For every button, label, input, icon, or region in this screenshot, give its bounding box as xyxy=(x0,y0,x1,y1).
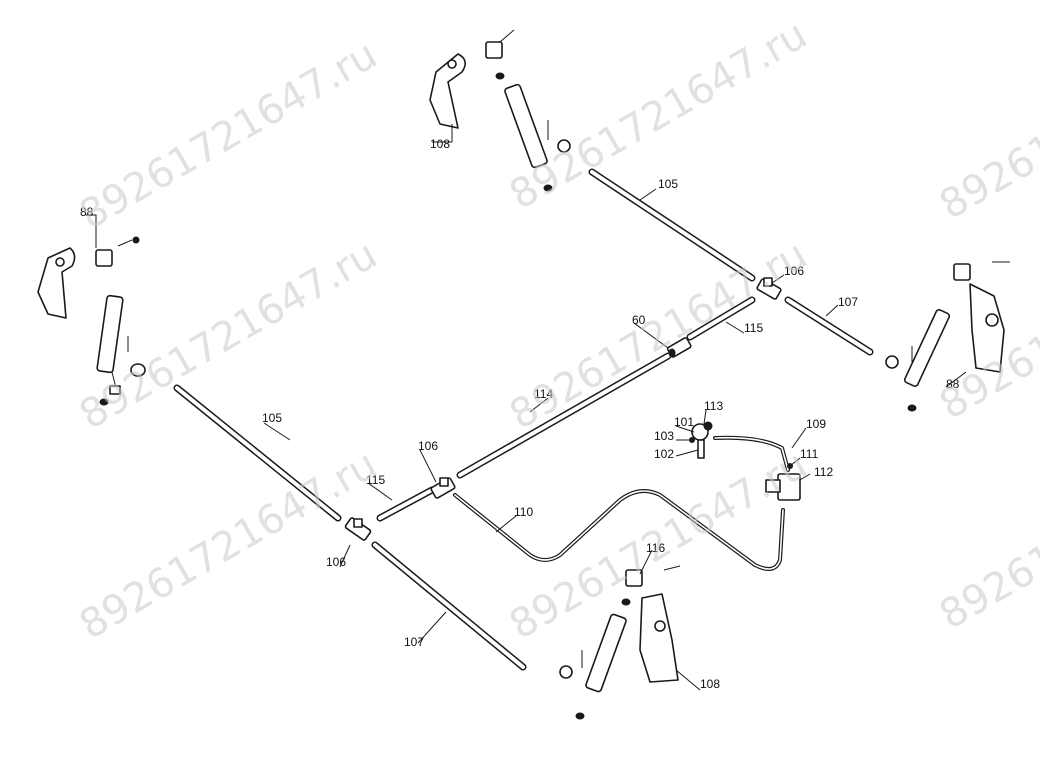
pipe-107-lower xyxy=(371,541,527,671)
label-60: 60 xyxy=(632,313,646,327)
callout-labels: 88 88 108 108 105 105 106 106 106 107 10… xyxy=(80,137,960,691)
watermark-text: 89261721647.ru xyxy=(72,232,385,439)
label-88-right: 88 xyxy=(946,377,960,391)
leader-lines xyxy=(86,124,967,691)
bracket-88-right xyxy=(953,261,1010,373)
bracket-108-lower xyxy=(639,593,679,683)
label-107-lower: 107 xyxy=(404,635,424,649)
label-111: 111 xyxy=(800,447,819,461)
hose-109 xyxy=(713,435,790,472)
cylinder-right xyxy=(885,308,951,412)
pipe-107-right xyxy=(784,296,874,356)
label-109: 109 xyxy=(806,417,826,431)
label-88-left: 88 xyxy=(80,205,94,219)
label-105-upper: 105 xyxy=(658,177,678,191)
cylinder-left xyxy=(95,236,146,406)
watermark-text: 89261721647.ru xyxy=(932,22,1040,229)
bracket-88-left xyxy=(37,247,76,319)
label-107-right: 107 xyxy=(838,295,858,309)
label-113: 113 xyxy=(704,399,723,413)
coupler-block xyxy=(765,463,801,501)
valve-block xyxy=(689,421,713,459)
watermark: 89261721647.ru 89261721647.ru 8926172164… xyxy=(72,12,1040,649)
label-110: 110 xyxy=(514,505,533,519)
bracket-108-upper xyxy=(429,53,466,129)
pipe-105-upper xyxy=(588,168,756,282)
cylinder-lower xyxy=(559,565,681,720)
pipe-115-lower xyxy=(376,486,436,522)
tee-fitting-lower xyxy=(344,517,372,541)
label-105-lower: 105 xyxy=(262,411,282,425)
label-115-upper: 115 xyxy=(744,321,763,335)
watermark-text: 89261721647.ru xyxy=(72,32,385,239)
watermark-text: 89261721647.ru xyxy=(72,442,385,649)
label-101: 101 xyxy=(674,415,694,429)
label-106-upper: 106 xyxy=(784,264,804,278)
tee-fitting-middle xyxy=(430,477,456,499)
label-115-lower: 115 xyxy=(366,473,385,487)
pipe-114 xyxy=(456,352,672,479)
label-112: 112 xyxy=(814,465,833,479)
label-103: 103 xyxy=(654,429,674,443)
hose-110 xyxy=(453,489,785,571)
pipe-115-upper xyxy=(686,296,756,341)
cylinder-upper xyxy=(485,29,571,192)
tee-fitting-upper xyxy=(756,277,782,300)
label-108-lower: 108 xyxy=(700,677,720,691)
pipe-105-lower xyxy=(173,384,342,522)
label-106-middle: 106 xyxy=(418,439,438,453)
label-116: 116 xyxy=(646,541,665,555)
watermark-text: 89261721647.ru xyxy=(502,232,815,439)
label-106-lower: 106 xyxy=(326,555,346,569)
coupling-60 xyxy=(666,337,692,358)
label-108-upper: 108 xyxy=(430,137,450,151)
label-102: 102 xyxy=(654,447,674,461)
label-114: 114 xyxy=(534,387,553,401)
watermark-text: 89261721647.ru xyxy=(932,432,1040,639)
